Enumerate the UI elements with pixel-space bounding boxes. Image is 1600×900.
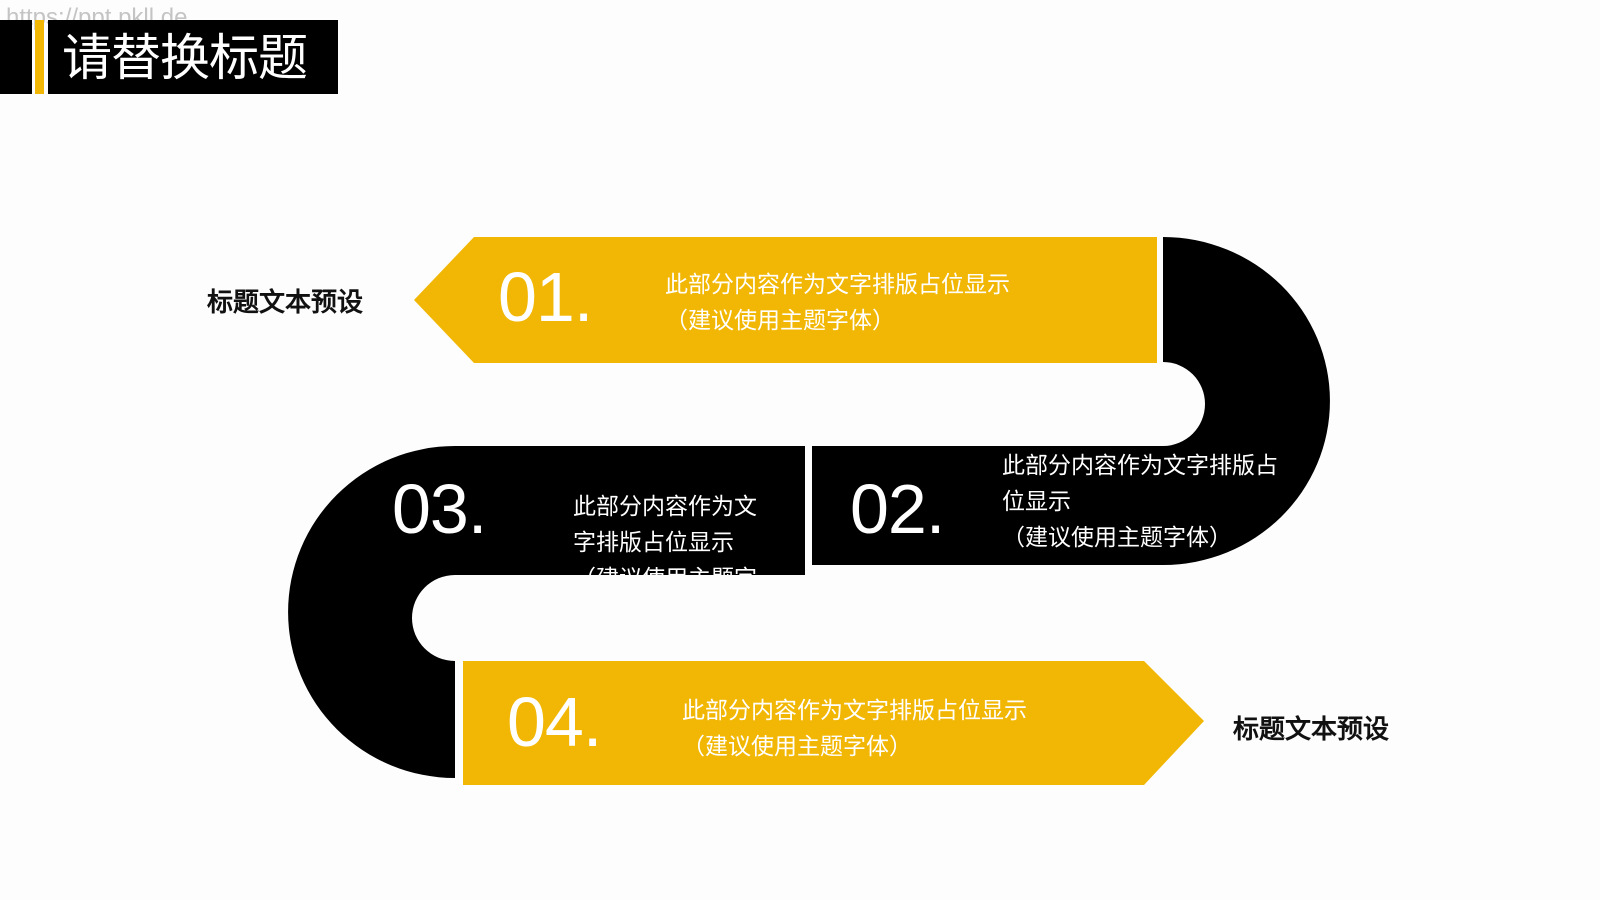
connector-left-black xyxy=(288,446,805,778)
step-01-line2: （建议使用主题字体） xyxy=(665,308,895,334)
step-03-description: 此部分内容作为文 字排版占位显示 （建议使用主题字 xyxy=(573,489,773,575)
step-01-arrow xyxy=(414,237,1157,363)
header-accent-black xyxy=(0,20,32,94)
side-label-left[interactable]: 标题文本预设 xyxy=(207,288,364,318)
divider-gap-2 xyxy=(1157,236,1163,363)
connector-right-black xyxy=(812,237,1330,565)
step-02-number: 02. xyxy=(850,470,945,548)
step-03-line3: （建议使用主题字 xyxy=(573,561,773,575)
step-02-line2: 位显示 xyxy=(1002,489,1071,515)
step-03-line1: 此部分内容作为文 xyxy=(573,494,757,520)
step-01-description: 此部分内容作为文字排版占位显示 （建议使用主题字体） xyxy=(665,267,1065,343)
step-01-number: 01. xyxy=(498,258,593,336)
step-04-line2: （建议使用主题字体） xyxy=(682,734,912,760)
step-04-arrow xyxy=(463,661,1204,785)
step-04-line1: 此部分内容作为文字排版占位显示 xyxy=(682,698,1027,724)
step-04-number: 04. xyxy=(507,683,602,761)
header-accent-yellow xyxy=(35,20,44,94)
page-title[interactable]: 请替换标题 xyxy=(62,29,308,87)
step-04-description: 此部分内容作为文字排版占位显示 （建议使用主题字体） xyxy=(682,693,1082,769)
step-01-line1: 此部分内容作为文字排版占位显示 xyxy=(665,272,1010,298)
step-02-line1: 此部分内容作为文字排版占 xyxy=(1002,453,1278,479)
step-03-line2: 字排版占位显示 xyxy=(573,530,734,556)
divider-gap-3 xyxy=(455,660,463,780)
divider-gap xyxy=(805,446,812,566)
step-02-description: 此部分内容作为文字排版占 位显示 （建议使用主题字体） xyxy=(1002,448,1302,562)
step-02-line3: （建议使用主题字体） xyxy=(1002,525,1232,551)
side-label-right[interactable]: 标题文本预设 xyxy=(1233,715,1390,745)
step-03-number: 03. xyxy=(392,470,487,548)
header-title-box xyxy=(48,20,338,94)
